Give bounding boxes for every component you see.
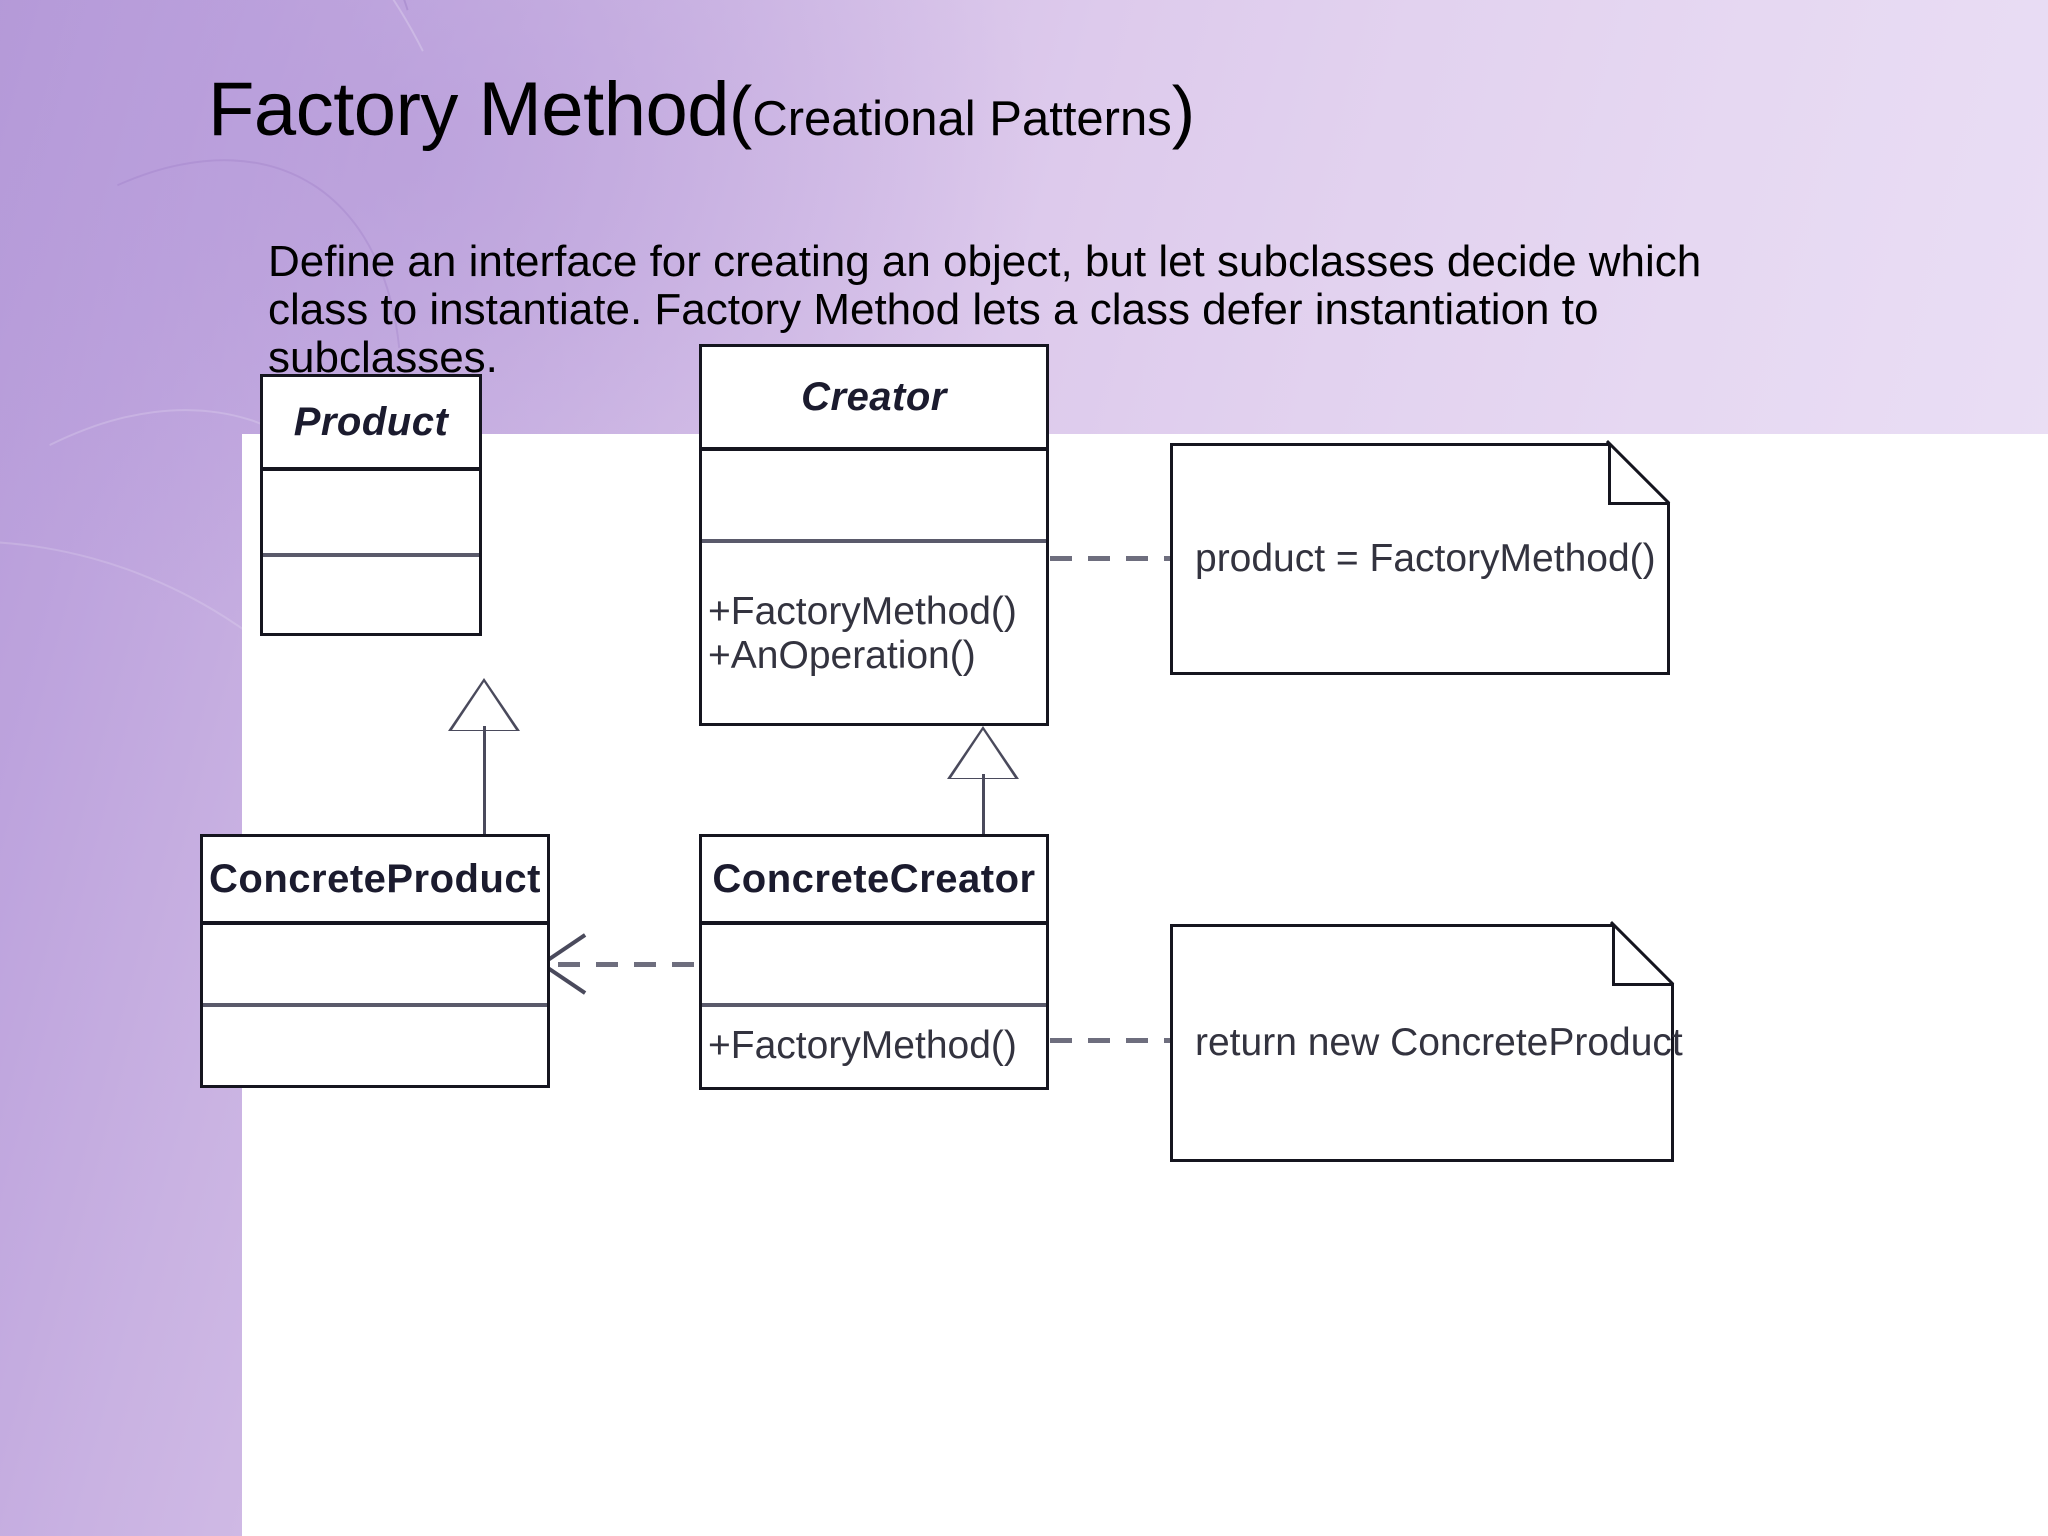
- uml-class-concrete-creator-name: ConcreteCreator: [712, 856, 1036, 901]
- uml-class-product-attributes: [263, 471, 479, 557]
- uml-class-product[interactable]: Product: [260, 374, 482, 636]
- generalization-triangle-creator: [951, 730, 1015, 778]
- uml-class-concrete-product-attributes: [203, 925, 547, 1007]
- generalization-triangle-product: [452, 682, 516, 730]
- uml-operation: +AnOperation(): [708, 634, 976, 677]
- uml-class-concrete-product[interactable]: ConcreteProduct: [200, 834, 550, 1088]
- uml-class-concrete-creator-title: ConcreteCreator: [702, 837, 1046, 925]
- note-anchor-creator: [1050, 556, 1170, 561]
- note-fold-corner-icon: [1612, 924, 1674, 986]
- dependency-line: [558, 962, 700, 967]
- title-close-paren: ): [1171, 72, 1196, 150]
- uml-note-creator-text: product = FactoryMethod(): [1195, 537, 1656, 580]
- uml-class-product-operations: [263, 557, 479, 631]
- title-subtitle: Creational Patterns: [752, 92, 1172, 146]
- uml-class-concrete-product-operations: [203, 1007, 547, 1083]
- title-main: Factory Method: [208, 67, 730, 152]
- title-open-paren: (: [729, 72, 753, 150]
- uml-class-diagram: Product Creator +FactoryMethod() +AnOper…: [200, 344, 2048, 1536]
- uml-class-concrete-product-name: ConcreteProduct: [209, 856, 541, 901]
- uml-class-concrete-creator-attributes: [702, 925, 1046, 1007]
- uml-operation: +FactoryMethod(): [708, 590, 1017, 634]
- note-fold-corner-icon: [1608, 443, 1670, 505]
- body-line-1: Define an interface for creating an obje…: [268, 237, 1702, 286]
- slide-title: Factory Method(Creational Patterns): [208, 72, 1195, 148]
- body-line-2: class to instantiate. Factory Method let…: [268, 285, 1599, 334]
- uml-note-concrete-creator-text: return new ConcreteProduct: [1195, 1021, 1683, 1064]
- uml-class-creator-attributes: [702, 451, 1046, 543]
- uml-class-product-title: Product: [263, 377, 479, 471]
- uml-class-creator-operations: +FactoryMethod() +AnOperation(): [702, 543, 1046, 721]
- uml-class-creator-title: Creator: [702, 347, 1046, 451]
- uml-operation: +FactoryMethod(): [708, 1024, 1017, 1068]
- uml-class-concrete-creator[interactable]: ConcreteCreator +FactoryMethod(): [699, 834, 1049, 1090]
- uml-class-product-name: Product: [293, 399, 449, 444]
- slide-body-text: Define an interface for creating an obje…: [268, 238, 1998, 382]
- generalization-line-product-lower: [483, 726, 486, 834]
- uml-class-concrete-product-title: ConcreteProduct: [203, 837, 547, 925]
- uml-class-concrete-creator-operations: +FactoryMethod(): [702, 1007, 1046, 1085]
- uml-class-creator[interactable]: Creator +FactoryMethod() +AnOperation(): [699, 344, 1049, 726]
- generalization-line-creator: [982, 774, 985, 836]
- uml-note-concrete-creator[interactable]: return new ConcreteProduct: [1170, 924, 1683, 1162]
- uml-class-creator-name: Creator: [801, 374, 947, 419]
- uml-note-creator[interactable]: product = FactoryMethod(): [1170, 443, 1670, 675]
- body-line-3: subclasses.: [268, 333, 498, 382]
- note-anchor-concrete-creator: [1050, 1038, 1170, 1043]
